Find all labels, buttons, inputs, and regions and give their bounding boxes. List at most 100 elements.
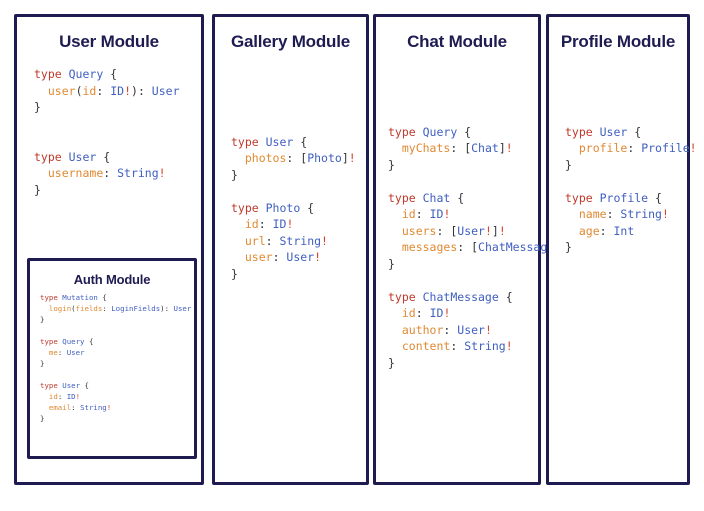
code-line: } (34, 100, 41, 114)
code-token-punct: : (627, 141, 642, 155)
code-token-punct (388, 339, 402, 353)
code-token-bang: ! (443, 207, 451, 221)
code-token-bang: ! (505, 339, 513, 353)
code-token-field: id (401, 306, 416, 320)
code-token-tname: Int (613, 223, 635, 238)
code-token-tname: User (265, 134, 294, 149)
code-token-field: content (401, 339, 451, 353)
code-blank-line (40, 325, 184, 336)
code-token-punct: { (627, 124, 642, 139)
code-line: } (388, 257, 395, 271)
code-token-punct: ): (160, 304, 174, 313)
code-token-kw: type (388, 289, 423, 304)
code-token-punct: [ (300, 151, 308, 165)
panel-auth-module: Auth Module type Mutation { login(fields… (27, 258, 197, 459)
code-token-tname: User (457, 223, 485, 238)
code-token-punct: } (565, 157, 572, 172)
code-token-tname: Query (62, 337, 85, 346)
code-token-punct: : (96, 83, 111, 98)
code-line: content: String! (388, 339, 513, 353)
code-block-chat-module: type Query { myChats: [Chat]! } type Cha… (388, 124, 568, 372)
code-blank-line (231, 183, 352, 200)
code-token-punct (40, 403, 49, 412)
code-token-kw: type (34, 149, 69, 164)
code-token-tname: String (279, 233, 322, 248)
panel-body-profile-module: type User { profile: Profile! } type Pro… (549, 56, 697, 256)
code-token-tname: User (286, 250, 315, 264)
code-token-punct (388, 141, 402, 155)
code-blank-line (388, 173, 524, 190)
code-token-punct (34, 84, 48, 98)
code-token-punct: } (40, 359, 45, 368)
code-token-bang: ! (75, 392, 81, 401)
code-line: photos: [Photo]! (231, 151, 356, 165)
code-token-bang: ! (348, 151, 356, 165)
code-token-punct (34, 166, 48, 180)
code-token-field: id (48, 392, 58, 401)
code-line: user(id: ID!): User (34, 84, 180, 98)
code-token-field: id (244, 217, 259, 231)
code-token-kw: type (34, 67, 69, 81)
panel-user-module: User Module type Query { user(id: ID!): … (14, 14, 204, 485)
code-token-punct: : (102, 304, 112, 313)
code-token-field: users (401, 223, 437, 238)
code-line: } (40, 315, 44, 324)
code-line: } (388, 158, 395, 172)
code-token-punct: ] (341, 151, 349, 165)
code-token-tname: User (151, 83, 180, 98)
code-token-bang: ! (321, 233, 328, 248)
code-token-punct: { (97, 293, 107, 302)
code-line: type User { (34, 150, 110, 164)
code-token-punct: } (231, 167, 238, 182)
code-token-punct: : (599, 223, 614, 238)
code-line: id: ID! (388, 207, 451, 221)
code-token-punct: : (436, 223, 451, 238)
code-token-tname: ID (429, 306, 444, 320)
code-token-punct: { (648, 190, 662, 205)
code-token-punct: ] (498, 141, 506, 155)
code-token-punct (565, 141, 579, 155)
code-token-punct: [ (464, 141, 472, 155)
code-token-punct: : (272, 250, 287, 264)
code-token-kw: type (231, 200, 266, 215)
code-line: type User { (40, 381, 89, 390)
code-token-kw: type (40, 337, 63, 346)
code-token-tname: Query (68, 67, 104, 81)
code-token-tname: User (457, 322, 485, 337)
code-token-bang: ! (286, 217, 294, 231)
code-token-punct: } (388, 256, 395, 271)
code-token-punct: { (96, 149, 111, 164)
code-token-punct: } (388, 355, 395, 370)
code-token-field: age (578, 223, 600, 238)
code-token-punct: { (300, 200, 315, 215)
code-token-tname: Query (422, 124, 458, 139)
code-line: age: Int (565, 224, 634, 238)
code-token-tname: Profile (641, 141, 690, 155)
code-line: profile: Profile! (565, 141, 697, 155)
panel-gallery-module: Gallery Module type User { photos: [Phot… (212, 14, 369, 485)
code-token-punct: : (415, 306, 430, 320)
code-blank-line (388, 272, 524, 289)
code-token-field: user (47, 83, 76, 98)
panel-body-auth-module: type Mutation { login(fields: LoginField… (30, 292, 194, 424)
code-blank-line (34, 132, 187, 149)
code-line: } (40, 359, 44, 368)
code-token-bang: ! (124, 83, 132, 98)
code-token-punct: : (57, 348, 67, 357)
code-token-field: name (578, 207, 607, 221)
code-line: url: String! (231, 234, 328, 248)
code-token-tname: LoginFields (111, 304, 161, 313)
code-token-field: user (244, 250, 273, 264)
code-token-field: author (401, 322, 444, 337)
code-line: } (565, 240, 572, 254)
code-token-kw: type (40, 293, 63, 302)
code-token-punct (388, 306, 402, 320)
code-token-punct (40, 348, 49, 357)
code-token-punct: : (606, 207, 621, 221)
code-token-punct: : (443, 322, 458, 337)
code-token-punct: } (40, 414, 45, 423)
code-block-gallery-module: type User { photos: [Photo]! } type Phot… (231, 134, 356, 283)
code-token-field: messages (401, 240, 458, 254)
code-token-punct: : (258, 217, 273, 231)
